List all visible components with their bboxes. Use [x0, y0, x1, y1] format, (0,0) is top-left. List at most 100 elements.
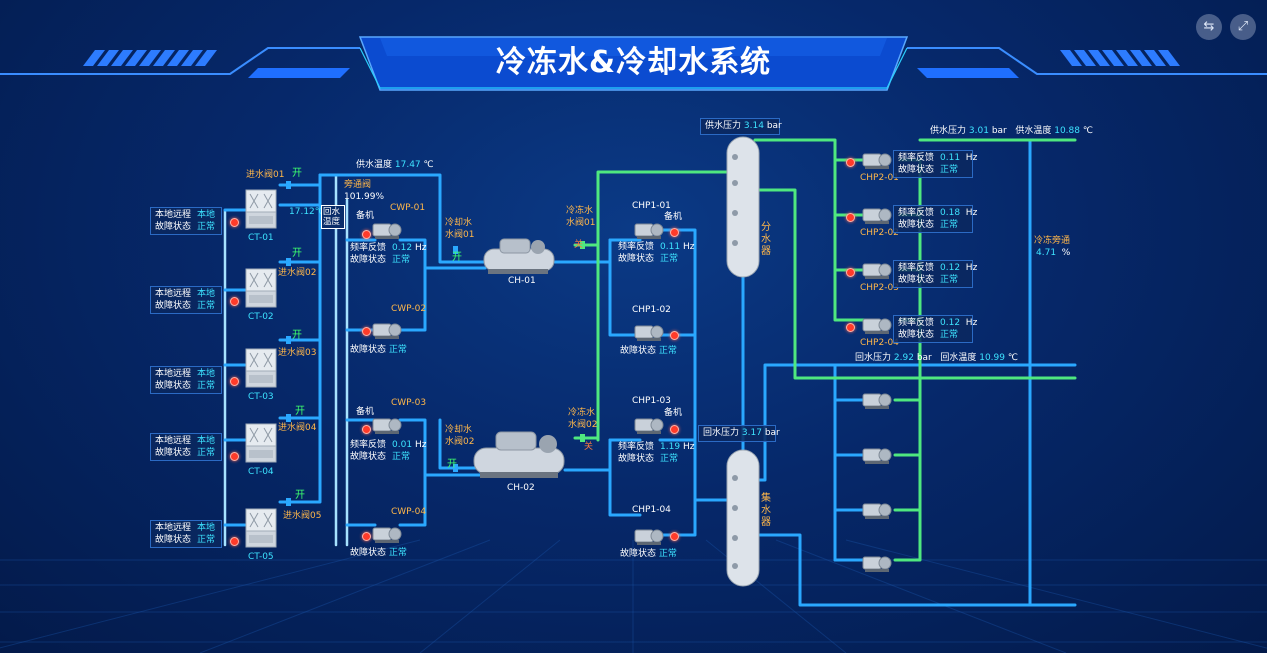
cooling-tower-graphic: [245, 348, 277, 388]
inlet-valve-state: 开: [292, 248, 302, 259]
pump-icon[interactable]: [862, 205, 892, 225]
pump-icon[interactable]: [862, 390, 892, 410]
chilled-valve01-l1: 冷冻水: [566, 206, 594, 216]
inlet-valve-state: 开: [295, 406, 305, 417]
pump-icon[interactable]: [634, 526, 664, 546]
chp1-pump-label[interactable]: CHP1-03: [632, 396, 671, 406]
main-return-pressure: 回水压力 3.17 bar: [698, 425, 780, 442]
chilled-valve01-l2: 水阀01: [566, 218, 596, 228]
supply-temp-readout: 供水温度 17.47 ℃: [356, 160, 434, 170]
standby-label: 备机: [664, 212, 683, 222]
inlet-valve-label: 进水阀05: [283, 511, 322, 521]
chilled-bypass-value: 4.71 %: [1036, 248, 1071, 258]
pump-icon[interactable]: [372, 220, 402, 240]
cooling-valve01-l2: 水阀01: [445, 230, 475, 240]
cooling-valve01-l1: 冷却水: [445, 218, 473, 228]
pump-fault-status: 故障状态 正常: [620, 346, 677, 356]
pump-icon[interactable]: [634, 220, 664, 240]
chp1-pump-label[interactable]: CHP1-04: [632, 505, 671, 515]
pump-icon[interactable]: [862, 150, 892, 170]
cooling-tower-label[interactable]: CT-02: [248, 312, 274, 322]
tower-status-panel: 本地远程本地 故障状态正常: [150, 366, 222, 394]
pump-fault-status: 故障状态 正常: [350, 548, 407, 558]
alarm-indicator-icon: [846, 213, 855, 222]
fullscreen-icon[interactable]: ⤢: [1230, 14, 1256, 40]
cwp-pump-label[interactable]: CWP-03: [391, 398, 427, 408]
cooling-tower-label[interactable]: CT-01: [248, 233, 274, 243]
chiller-ch01-graphic: [483, 238, 555, 274]
chp2-pump-label[interactable]: CHP2-03: [860, 283, 899, 293]
chp2-pump-label[interactable]: CHP2-02: [860, 228, 899, 238]
chilled-bypass-label: 冷冻旁通: [1034, 236, 1071, 246]
standby-label: 备机: [356, 211, 375, 221]
alarm-indicator-icon: [230, 218, 239, 227]
swap-icon[interactable]: ⇆: [1196, 14, 1222, 40]
alarm-indicator-icon: [670, 425, 679, 434]
chp2-pump-label[interactable]: CHP2-01: [860, 173, 899, 183]
pump-icon[interactable]: [372, 415, 402, 435]
collector-vessel: [726, 449, 760, 587]
return-temp-box: 回水温度: [321, 205, 345, 229]
bypass-valve-value: 101.99%: [344, 192, 385, 202]
alarm-indicator-icon: [230, 377, 239, 386]
cooling-valve02-state: 开: [447, 459, 457, 470]
tower-status-panel: 本地远程本地 故障状态正常: [150, 286, 222, 314]
pump-icon[interactable]: [862, 315, 892, 335]
alarm-indicator-icon: [670, 228, 679, 237]
cooling-valve02-l2: 水阀02: [445, 437, 475, 447]
pump-icon[interactable]: [372, 524, 402, 544]
tower-status-panel: 本地远程本地 故障状态正常: [150, 520, 222, 548]
chiller-ch01-label[interactable]: CH-01: [508, 276, 536, 286]
pump-icon[interactable]: [862, 500, 892, 520]
alarm-indicator-icon: [846, 323, 855, 332]
pump-icon[interactable]: [862, 553, 892, 573]
pump-icon[interactable]: [862, 260, 892, 280]
inlet-valve-state: 开: [295, 490, 305, 501]
pump-fault-status: 故障状态 正常: [620, 549, 677, 559]
chilled-valve02-state: 关: [584, 442, 594, 452]
cwp-pump-label[interactable]: CWP-01: [390, 203, 426, 213]
chp1-pump-label[interactable]: CHP1-02: [632, 305, 671, 315]
cooling-tower-label[interactable]: CT-03: [248, 392, 274, 402]
alarm-indicator-icon: [362, 425, 371, 434]
pump-icon[interactable]: [634, 322, 664, 342]
header-frame: [0, 36, 1267, 91]
cooling-tower-label[interactable]: CT-05: [248, 552, 274, 562]
pump-icon[interactable]: [862, 445, 892, 465]
cooling-valve02-l1: 冷却水: [445, 425, 473, 435]
cooling-tower-graphic: [245, 268, 277, 308]
cooling-valve01-state: 开: [452, 252, 462, 263]
inlet-valve-state: 开: [292, 330, 302, 341]
tower-status-panel: 本地远程本地 故障状态正常: [150, 433, 222, 461]
chp2-pump-label[interactable]: CHP2-04: [860, 338, 899, 348]
alarm-indicator-icon: [362, 327, 371, 336]
cooling-tower-graphic: [245, 508, 277, 548]
pump-icon[interactable]: [634, 415, 664, 435]
standby-label: 备机: [664, 408, 683, 418]
cooling-tower-graphic: [245, 189, 277, 229]
distributor-label: 分水器: [761, 222, 771, 257]
alarm-indicator-icon: [230, 537, 239, 546]
cooling-tower-label[interactable]: CT-04: [248, 467, 274, 477]
inlet-valve-label: 进水阀01: [246, 170, 285, 180]
inlet-valve-label: 进水阀02: [278, 268, 317, 278]
inlet-valve-state: 开: [292, 168, 302, 179]
alarm-indicator-icon: [230, 452, 239, 461]
alarm-indicator-icon: [362, 230, 371, 239]
cwp-pump-label[interactable]: CWP-02: [391, 304, 427, 314]
return-temp-readout: 17.12℃: [289, 207, 325, 217]
pump-icon[interactable]: [372, 320, 402, 340]
chiller-ch02-label[interactable]: CH-02: [507, 483, 535, 493]
chilled-valve01-state: 关: [574, 240, 584, 250]
cwp-pump-label[interactable]: CWP-04: [391, 507, 427, 517]
chp1-pump-label[interactable]: CHP1-01: [632, 201, 671, 211]
right-supply-readout: 供水压力 3.01 bar 供水温度 10.88 ℃: [930, 126, 1093, 136]
alarm-indicator-icon: [846, 158, 855, 167]
cooling-tower-graphic: [245, 423, 277, 463]
